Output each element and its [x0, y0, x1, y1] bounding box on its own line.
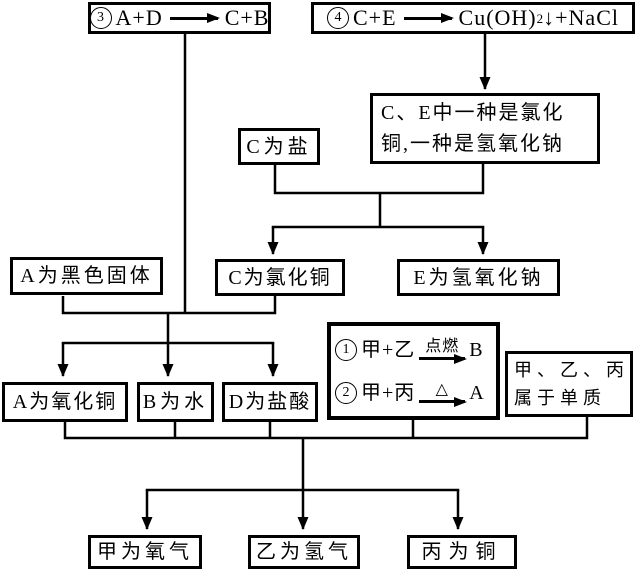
a-is-cuo-label: A为氧化铜 — [12, 391, 118, 413]
ce-note-line1: C、E中一种是氯化 — [381, 101, 565, 124]
elements-note-box: 甲、乙、丙 属于单质 — [505, 351, 633, 417]
circled-2-icon: 2 — [335, 381, 357, 404]
c-is-salt-label: C为盐 — [246, 135, 312, 158]
jia-is-oxygen-label: 甲为氧气 — [97, 541, 193, 563]
c-is-cucl2-label: C为氯化铜 — [228, 266, 332, 289]
yi-is-hydrogen-label: 乙为氢气 — [256, 541, 352, 563]
ignite-arrow-icon: 点燃 — [419, 338, 466, 360]
reaction-1-row: 1 甲+乙 点燃 B — [335, 338, 484, 361]
ce-identity-note-box: C、E中一种是氯化 铜,一种是氢氧化钠 — [370, 93, 600, 164]
reaction-1-reactants: 甲+乙 — [361, 338, 416, 361]
e-is-naoh-box: E为氢氧化钠 — [397, 259, 560, 296]
arrow-right-icon — [403, 16, 452, 20]
d-is-hcl-box: D为盐酸 — [222, 382, 318, 422]
b-is-water-box: B为水 — [137, 382, 214, 422]
arrowed-flow-lines — [57, 34, 491, 530]
a-is-cuo-box: A为氧化铜 — [2, 382, 128, 422]
jia-is-oxygen-box: 甲为氧气 — [88, 535, 202, 569]
bing-is-copper-label: 丙为铜 — [421, 541, 503, 563]
circled-3-icon: 3 — [89, 7, 112, 29]
e-is-naoh-label: E为氢氧化钠 — [413, 266, 544, 289]
reaction-2-reactants: 甲+丙 — [361, 381, 416, 404]
reaction-4-product-tail: ↓+NaCl — [543, 5, 619, 30]
a-black-solid-box: A为黑色固体 — [10, 257, 163, 295]
reaction-2-product: A — [469, 381, 485, 404]
c-is-cucl2-box: C为氯化铜 — [215, 259, 345, 296]
formula-subscript: 2 — [536, 10, 544, 26]
reaction-4-product-formula: Cu(OH) — [458, 5, 537, 30]
ignite-condition-label: 点燃 — [425, 338, 460, 355]
reaction-4-box: 4 C+E Cu(OH)2 ↓+NaCl — [311, 2, 635, 34]
a-black-solid-label: A为黑色固体 — [20, 265, 153, 287]
reaction-1-product: B — [469, 338, 484, 361]
reaction-3-products: C+B — [224, 5, 270, 30]
reaction-3-box: 3 A+D C+B — [88, 2, 271, 34]
b-is-water-label: B为水 — [142, 391, 209, 413]
c-is-salt-box: C为盐 — [238, 128, 320, 165]
elements-note-line2: 属于单质 — [514, 388, 606, 408]
reaction-3-reactants: A+D — [115, 5, 163, 30]
heat-arrow-icon: △ — [419, 381, 466, 403]
circled-1-icon: 1 — [335, 338, 357, 361]
reactions-1-2-box: 1 甲+乙 点燃 B 2 甲+丙 △ A — [327, 322, 500, 420]
arrow-right-icon — [419, 357, 466, 360]
ce-note-line2: 铜,一种是氢氧化钠 — [381, 132, 564, 155]
elements-note-line1: 甲、乙、丙 — [514, 360, 629, 380]
arrow-right-icon — [169, 16, 218, 20]
reaction-2-row: 2 甲+丙 △ A — [335, 381, 485, 404]
plain-flow-lines — [61, 34, 589, 492]
arrow-right-icon — [419, 400, 466, 403]
yi-is-hydrogen-box: 乙为氢气 — [248, 535, 360, 569]
bing-is-copper-box: 丙为铜 — [407, 535, 517, 569]
circled-4-icon: 4 — [327, 7, 349, 29]
reaction-4-reactants: C+E — [353, 5, 397, 30]
heat-condition-label: △ — [435, 381, 449, 398]
d-is-hcl-label: D为盐酸 — [228, 391, 312, 413]
